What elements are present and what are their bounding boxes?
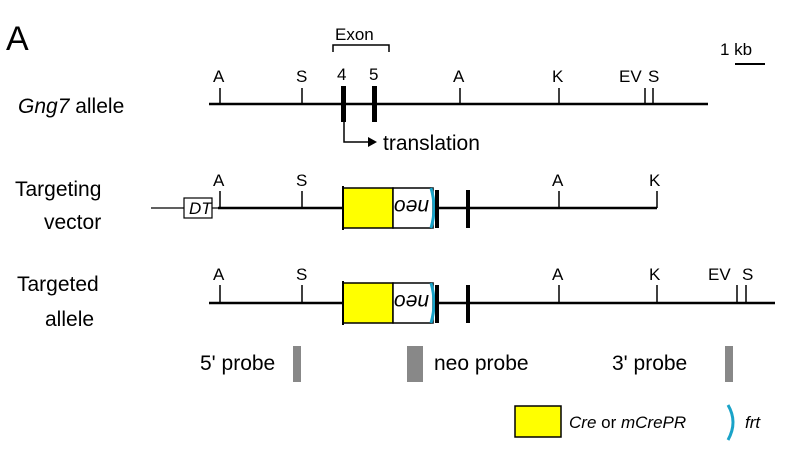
site-label: A bbox=[453, 67, 465, 86]
exon-4 bbox=[435, 285, 439, 323]
site-label: A bbox=[552, 265, 564, 284]
neo-probe-label: neo probe bbox=[434, 352, 529, 375]
legend-cre-swatch bbox=[514, 405, 562, 438]
scale-bar-label: 1 kb bbox=[720, 40, 752, 59]
site-label: A bbox=[213, 67, 225, 86]
neo-label: neo bbox=[394, 195, 429, 218]
targeted-allele-label-line1: Targeted bbox=[17, 273, 99, 296]
cre-cassette bbox=[342, 282, 394, 324]
frt-site bbox=[429, 282, 436, 324]
site-label: A bbox=[552, 171, 564, 190]
site-label: A bbox=[213, 265, 225, 284]
neo-label: neo bbox=[394, 290, 429, 313]
dt-label: DT bbox=[189, 199, 213, 218]
translation-label: translation bbox=[383, 132, 480, 155]
site-label: K bbox=[649, 171, 661, 190]
site-label: A bbox=[213, 171, 225, 190]
translation-arrowhead bbox=[368, 137, 377, 147]
exon-bracket bbox=[332, 44, 390, 52]
gng7-allele-label: Gng7 allele bbox=[18, 95, 124, 118]
exon-header: Exon bbox=[335, 25, 374, 44]
three-prime-probe bbox=[725, 346, 733, 382]
cre-cassette bbox=[342, 187, 394, 229]
exon-5 bbox=[372, 86, 377, 122]
frt-site bbox=[429, 187, 436, 229]
site-label: S bbox=[296, 67, 307, 86]
exon-5-number: 5 bbox=[369, 65, 378, 84]
site-label: EV bbox=[619, 67, 642, 86]
neo-cassette bbox=[392, 282, 434, 324]
panel-label: A bbox=[6, 20, 29, 58]
neo-probe bbox=[407, 346, 423, 382]
site-label: K bbox=[552, 67, 564, 86]
site-label: S bbox=[742, 265, 753, 284]
legend-frt-symbol bbox=[726, 404, 735, 441]
site-label: K bbox=[649, 265, 661, 284]
exon-4 bbox=[341, 86, 346, 122]
exon-5 bbox=[466, 285, 470, 323]
legend-frt-label: frt bbox=[745, 413, 761, 432]
site-label: S bbox=[296, 171, 307, 190]
five-prime-probe bbox=[293, 346, 301, 382]
site-label: EV bbox=[708, 265, 731, 284]
translation-arrow bbox=[343, 122, 368, 143]
legend-cre-label: Cre or mCrePR bbox=[569, 413, 686, 432]
exon-4 bbox=[435, 190, 439, 228]
targeting-vector-label-line1: Targeting bbox=[15, 178, 101, 201]
targeted-allele-label-line2: allele bbox=[45, 308, 94, 331]
five-prime-probe-label: 5' probe bbox=[200, 352, 275, 375]
exon-4-number: 4 bbox=[337, 65, 346, 84]
exon-5 bbox=[466, 190, 470, 228]
three-prime-probe-label: 3' probe bbox=[612, 352, 687, 375]
site-label: S bbox=[296, 265, 307, 284]
site-label: S bbox=[648, 67, 659, 86]
targeting-vector-label-line2: vector bbox=[44, 211, 101, 234]
neo-cassette bbox=[392, 187, 434, 229]
